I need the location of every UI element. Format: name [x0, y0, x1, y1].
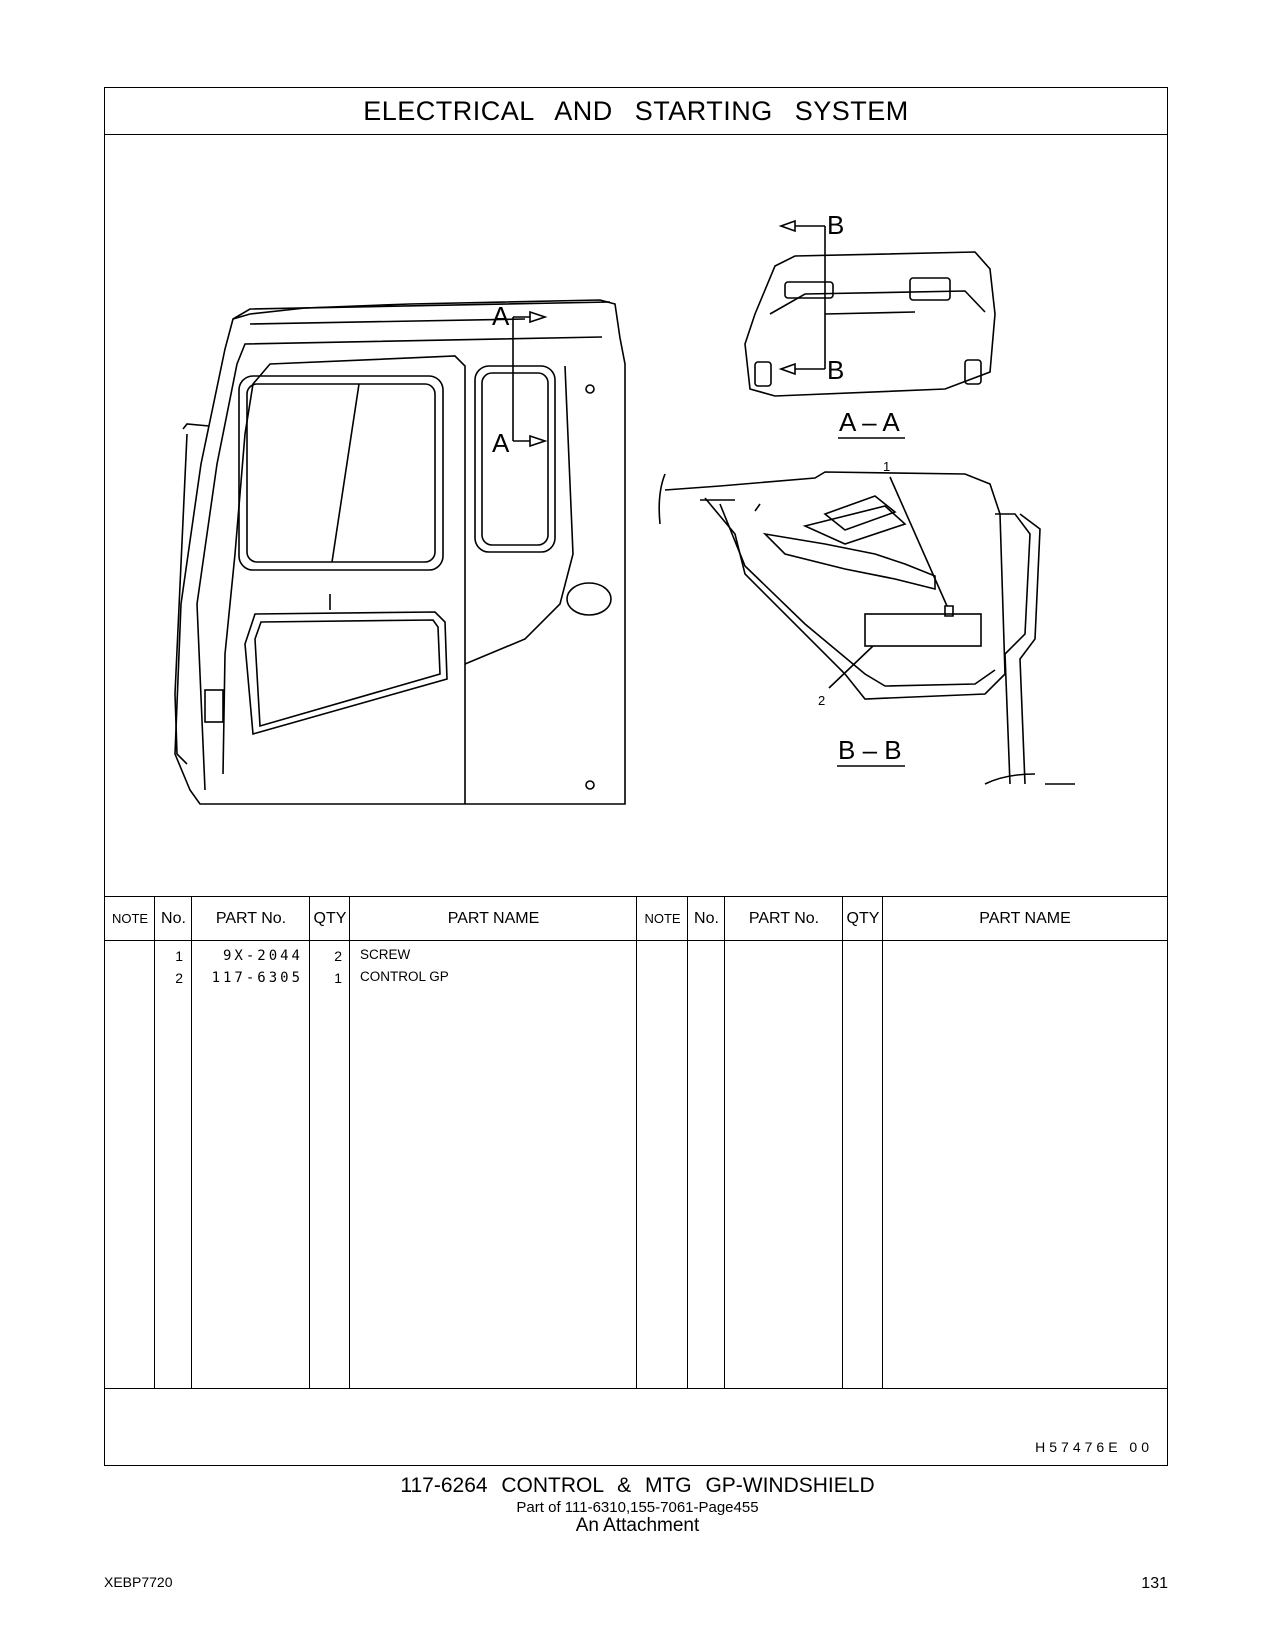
- header-no-right: No.: [694, 910, 719, 927]
- header-qty: QTY: [313, 910, 347, 927]
- header-note-right: NOTE: [644, 911, 681, 926]
- header-part-no: PART No.: [215, 910, 287, 927]
- section-title: ELECTRICAL AND STARTING SYSTEM: [105, 88, 1167, 135]
- col-partno-right: PART No.: [725, 897, 843, 1389]
- page-number: 131: [1141, 1575, 1168, 1592]
- cab-side-view: [174, 299, 626, 805]
- part-of-caption: Part of 111-6310,155-7061-Page455: [516, 1499, 759, 1516]
- col-partname-right: PART NAME: [883, 897, 1167, 1389]
- header-part-name: PART NAME: [447, 910, 540, 927]
- section-a-marks: [512, 310, 548, 448]
- view-bb-drawing: [658, 471, 1075, 785]
- row-1-part-no: 9X-2044: [222, 948, 303, 964]
- header-part-name-right: PART NAME: [979, 910, 1071, 927]
- row-1-no: 1: [175, 948, 183, 964]
- row-1-part-name: SCREW: [360, 947, 411, 962]
- view-aa-label: A – A: [839, 407, 900, 437]
- attachment-caption: An Attachment: [575, 1515, 700, 1536]
- parts-table: NOTE No. 1 2 PART No. 9X-2044 117-6305 Q…: [105, 896, 1167, 1389]
- col-partno-left: PART No. 9X-2044 117-6305: [192, 897, 310, 1389]
- page-frame: ELECTRICAL AND STARTING SYSTEM: [104, 87, 1168, 1466]
- header-note: NOTE: [111, 911, 149, 926]
- drawing-footer-band: H57476E 00: [105, 1388, 1167, 1467]
- view-bb-label: B – B: [838, 735, 902, 765]
- parts-illustration: A A B B A – A: [105, 134, 1167, 896]
- section-a-bottom-label: A: [492, 428, 510, 458]
- drawing-reference: H57476E 00: [1035, 1439, 1153, 1455]
- row-2-no: 2: [175, 970, 183, 986]
- illustration-svg: A A B B A – A: [174, 210, 1075, 805]
- section-b-bottom-label: B: [827, 355, 844, 385]
- header-part-no-right: PART No.: [748, 910, 820, 927]
- section-a-top-label: A: [492, 301, 510, 331]
- callout-1: 1: [883, 459, 890, 474]
- col-no-right: No.: [688, 897, 725, 1389]
- col-partname-left: PART NAME SCREW CONTROL GP: [350, 897, 637, 1389]
- callout-2: 2: [818, 693, 825, 708]
- col-no-left: No. 1 2: [155, 897, 192, 1389]
- view-aa-drawing: [744, 219, 996, 397]
- col-qty-right: QTY: [843, 897, 883, 1389]
- row-2-qty: 1: [334, 970, 342, 986]
- col-note-right: NOTE: [637, 897, 688, 1389]
- header-no: No.: [161, 910, 186, 927]
- section-b-top-label: B: [827, 210, 844, 240]
- row-2-part-no: 117-6305: [211, 970, 303, 986]
- col-note-left: NOTE: [105, 897, 155, 1389]
- group-caption: 117-6264 CONTROL & MTG GP-WINDSHIELD: [400, 1474, 875, 1497]
- row-2-part-name: CONTROL GP: [360, 969, 449, 984]
- publication-number: XEBP7720: [104, 1574, 173, 1590]
- header-qty-right: QTY: [846, 910, 880, 927]
- row-1-qty: 2: [334, 948, 342, 964]
- col-qty-left: QTY 2 1: [310, 897, 350, 1389]
